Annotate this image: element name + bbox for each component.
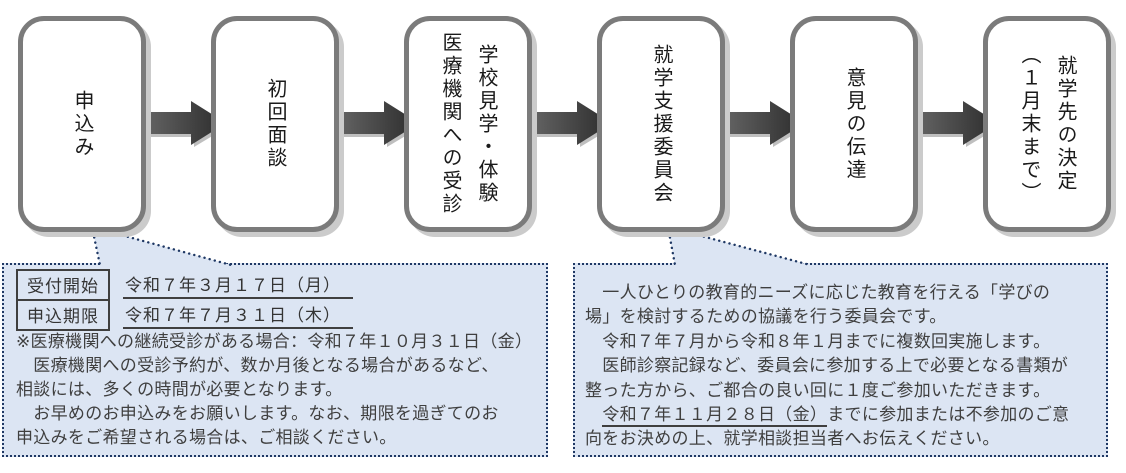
callout-text-line: 相談には、多くの時間が必要となります。 [16,380,343,399]
application-deadline-label: 申込期限 [16,299,110,331]
flow-step-application: 申込み [18,16,146,232]
indent [585,405,602,424]
callout-text-line: 医師診察記録など、委員会に参加する上で必要となる書類が [585,356,1069,376]
reply-deadline-date: 令和７年１１月２８日（金） [602,405,828,428]
reception-start-label: 受付開始 [16,269,110,301]
flow-step-school-visit-medical: 学校見学・体験 医療機関への受診 [404,16,532,232]
medical-continuation-note: ※医療機関への継続受診がある場合：令和７年１０月３１日（金） [16,332,533,351]
arrow-right-icon [706,101,808,147]
reply-deadline-rest: までに参加または不参加のご意 [827,405,1070,425]
application-deadline-row: 申込期限 令和７年７月３１日（木） [16,299,540,331]
callout-text-line: 場」を検討するための協議を行う委員会です。 [585,307,947,327]
arrow-right-icon [127,101,229,147]
arrow-right-icon [320,101,422,147]
flow-step-label: 学校見学・体験 医療機関への受診 [439,32,497,216]
callout-text-line: お早めのお申込みをお願いします。なお、期限を過ぎてのお [16,404,499,423]
callout-committee-info: 一人ひとりの教育的ニーズに応じた教育を行える「学びの 場」を検討するための協議を… [573,263,1108,457]
flow-step-label: 就学先の決定 （１月末まで） [1018,43,1076,205]
flow-step-label: 申込み [71,89,93,159]
arrow-right-icon [899,101,1001,147]
flow-step-label: 初回面談 [264,78,286,170]
arrow-right-icon [513,101,615,147]
callout-text-line: 整った方から、ご都合の良い回に１度ご参加いただきます。 [585,380,1051,400]
callout-pointer-left [90,225,233,269]
callout-application-info: 受付開始 令和７年３月１７日（月） 申込期限 令和７年７月３１日（木） ※医療機… [2,263,548,457]
application-deadline-date: 令和７年７月３１日（木） [123,301,353,329]
callout-text-line: 医療機関への受診予約が、数か月後となる場合があるなど、 [16,356,499,375]
reply-deadline-line: 令和７年１１月２８日（金）までに参加または不参加のご意 [585,403,1100,428]
flow-step-support-committee: 就学支援委員会 [597,16,725,232]
callout-text-line: 令和７年７月から令和８年１月までに複数回実施します。 [585,331,1051,351]
flow-step-first-interview: 初回面談 [211,16,339,232]
flow-step-placement-decision: 就学先の決定 （１月末まで） [983,16,1111,232]
flow-step-opinion-delivery: 意見の伝達 [790,16,918,232]
callout-pointer-right [666,225,812,269]
callout-text-line: 向をお決めの上、就学相談担当者へお伝えください。 [585,429,1000,449]
reception-start-date: 令和７年３月１７日（月） [123,271,353,299]
reception-start-row: 受付開始 令和７年３月１７日（月） [16,269,540,301]
callout-text-line: 一人ひとりの教育的ニーズに応じた教育を行える「学びの [585,283,1051,302]
flow-step-label: 就学支援委員会 [650,43,672,205]
callout-text-line: 申込みをご希望される場合は、ご相談ください。 [16,428,397,447]
flow-step-label: 意見の伝達 [843,66,865,182]
